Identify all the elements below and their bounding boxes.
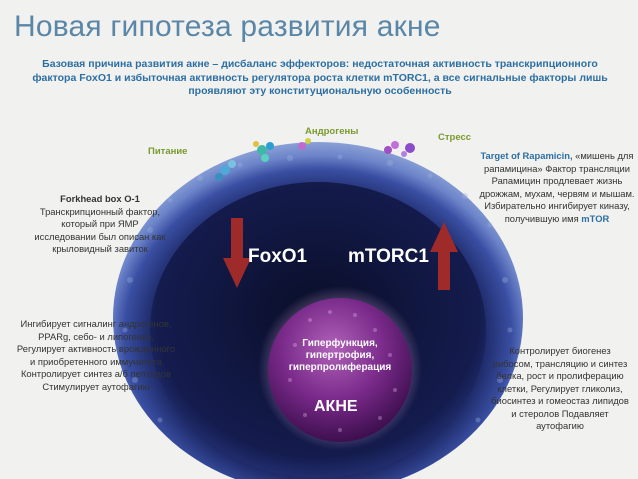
mtor-tail: mTOR xyxy=(581,212,610,224)
akne-label: АКНЕ xyxy=(314,398,358,415)
label-stress: Стресс xyxy=(438,132,472,143)
mtor-description: «мишень для рапамицина» Фактор трансляци… xyxy=(479,150,635,224)
nucleus xyxy=(268,298,412,442)
foxo1-down-arrow xyxy=(223,218,251,288)
mtorc1-label: mTORC1 xyxy=(348,246,429,267)
foxo1-description: Транскрипционный фактор, который при ЯМР… xyxy=(34,205,166,255)
foxo1-heading: Forkhead box O-1 xyxy=(60,193,140,204)
mtorc1-up-arrow xyxy=(430,222,458,290)
subtitle: Базовая причина развития акне – дисбалан… xyxy=(32,58,608,97)
foxo1-label: FoxO1 xyxy=(248,246,308,267)
right-top-text: Target of Rapamicin, «мишень для рапамиц… xyxy=(478,150,636,225)
nucleus-texture xyxy=(288,310,397,432)
signal-molecules xyxy=(215,138,415,181)
left-top-text: Forkhead box O-1 Транскрипционный фактор… xyxy=(30,193,170,256)
mtor-heading: Target of Rapamicin, xyxy=(480,150,573,161)
left-bottom-text: Ингибирует сигналинг андрогенов, PPARg, … xyxy=(16,318,176,392)
right-bottom-text: Контролирует биогенез рибосом, трансляци… xyxy=(491,345,629,431)
label-androgens: Андрогены xyxy=(305,126,359,137)
page-title: Новая гипотеза развития акне xyxy=(14,10,441,43)
nucleus-description: Гиперфункция, гипертрофия, гиперпролифер… xyxy=(288,338,392,373)
membrane-texture xyxy=(122,154,513,423)
label-nutrition: Питание xyxy=(148,146,188,157)
